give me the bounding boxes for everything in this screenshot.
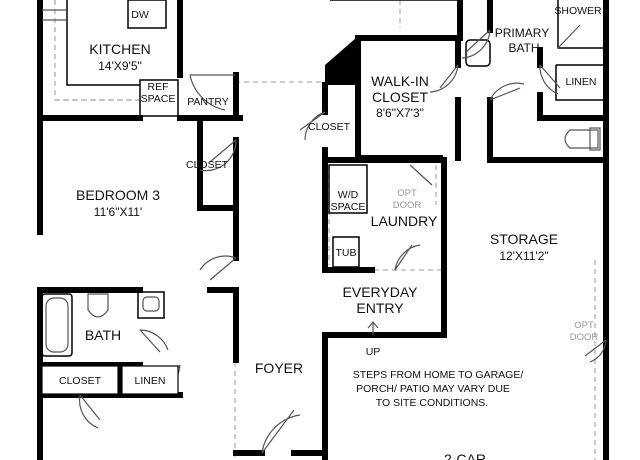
wd-label-2: SPACE: [331, 201, 366, 213]
shower-label: SHOWER: [554, 5, 602, 17]
note-line-1: STEPS FROM HOME TO GARAGE/: [353, 369, 524, 381]
kitchen-dims: 14'X9'5": [98, 59, 142, 73]
closet-bed3-label: CLOSET: [186, 159, 229, 171]
garage-label: 2-CAR: [444, 451, 486, 460]
laundry-label: LAUNDRY: [371, 213, 438, 229]
note-line-3: TO SITE CONDITIONS.: [376, 397, 488, 409]
wall-corner-fill: [325, 38, 358, 85]
kitchen-name: KITCHEN: [89, 41, 150, 57]
opt-door-laundry-2: DOOR: [393, 200, 422, 211]
opt-door-storage-1: OPT: [574, 320, 594, 331]
linen-bottom-box: [121, 365, 179, 395]
primary-bath-name-1: PRIMARY: [495, 26, 549, 40]
pantry-label: PANTRY: [187, 96, 229, 108]
note-line-2: PORCH/ PATIO MAY VARY DUE: [356, 383, 510, 395]
up-label: UP: [366, 346, 381, 358]
opt-door-laundry-1: OPT: [397, 188, 417, 199]
linen-primary-label: LINEN: [566, 76, 597, 88]
linen-bottom-label: LINEN: [135, 375, 166, 387]
walkin-name-2: CLOSET: [372, 89, 428, 105]
foyer-label: FOYER: [255, 360, 303, 376]
ref-label-1: REF: [148, 81, 169, 93]
walls: [37, 0, 609, 460]
everyday-entry-1: EVERYDAY: [343, 284, 419, 300]
everyday-entry-2: ENTRY: [356, 300, 404, 316]
fixtures: [41, 0, 606, 357]
closet-bottom-label: CLOSET: [59, 375, 102, 387]
walkin-dims: 8'6"X7'3": [376, 106, 424, 120]
primary-bath-name-2: BATH: [508, 41, 539, 55]
dw-label: DW: [131, 9, 149, 21]
wd-label-1: W/D: [338, 189, 359, 201]
bedroom3-name: BEDROOM 3: [76, 187, 160, 203]
tub-label: TUB: [336, 247, 357, 259]
closet-hall-label: CLOSET: [308, 121, 351, 133]
opt-door-storage-2: DOOR: [570, 332, 599, 343]
bedroom3-dims: 11'6"X11': [94, 205, 142, 219]
closet-bottom-box: [41, 365, 119, 395]
storage-name: STORAGE: [490, 231, 558, 247]
walkin-name-1: WALK-IN: [371, 73, 429, 89]
ref-label-2: SPACE: [141, 93, 176, 105]
storage-dims: 12'X11'2": [499, 249, 548, 263]
bath-label: BATH: [85, 327, 121, 343]
